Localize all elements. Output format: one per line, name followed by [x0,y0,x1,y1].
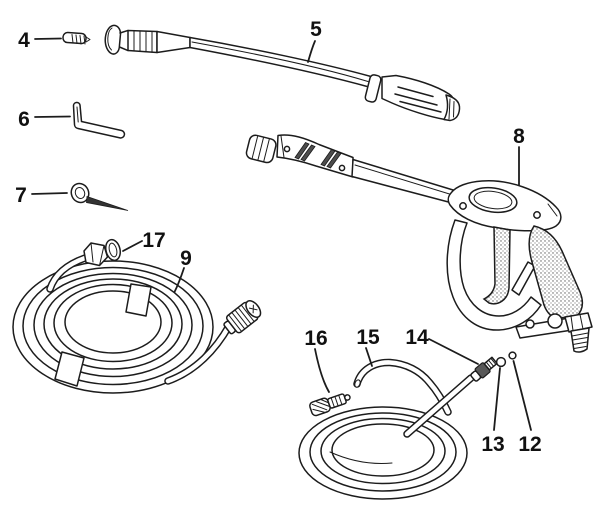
callout-13-label: 13 [481,433,504,456]
o-ring-13-part [495,356,507,368]
tube-fitting-14 [470,356,498,382]
callout-12-label: 12 [518,433,541,456]
callout-14-label: 14 [405,326,429,349]
cleaning-pin-part [70,182,129,211]
high-pressure-hose-part [12,242,262,394]
hex-key-part [72,101,126,139]
filter-fitting-16 [309,393,351,417]
o-ring-17-part [104,238,122,262]
leader-lines [31,37,532,431]
chemical-hose-assembly [298,351,517,500]
nozzle-pin-part [62,31,91,45]
callout-15-label: 15 [356,326,380,349]
callout-labels: 4 5 6 7 8 9 12 13 14 15 16 17 [15,18,542,456]
o-ring-12-part [508,351,517,360]
callout-8-label: 8 [513,125,525,148]
callout-4-label: 4 [18,29,30,52]
callout-9-label: 9 [180,247,192,270]
callout-17-label: 17 [142,229,165,252]
callout-7-label: 7 [15,184,27,207]
callout-5-label: 5 [310,18,322,41]
spray-wand-part [104,24,461,122]
callout-16-label: 16 [304,327,327,350]
trigger-gun-part [245,134,593,353]
callout-6-label: 6 [18,108,30,131]
